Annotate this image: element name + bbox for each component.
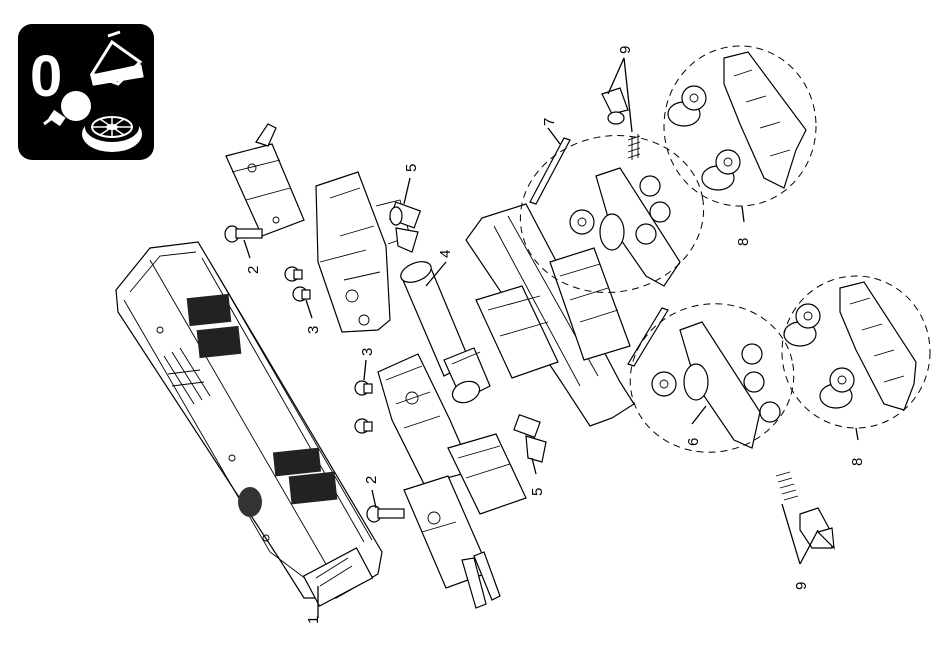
callout-5-coupler-lower: 5 xyxy=(529,488,546,496)
wheel-icon xyxy=(82,112,142,152)
callout-3-nuts-upper: 3 xyxy=(305,326,322,334)
callout-7-shaft-upper: 7 xyxy=(541,118,558,126)
callout-9-spring-upper: 9 xyxy=(617,46,634,54)
wheel-set-lower-a xyxy=(784,304,820,346)
wheel-set-upper-b xyxy=(702,150,740,190)
gear-assembly-lower xyxy=(652,322,780,448)
service-badge: 0 xyxy=(18,24,154,160)
callout-8-bogie-lower: 8 xyxy=(849,458,866,466)
drive-shaft-upper xyxy=(530,138,570,204)
callout-5-coupler-upper: 5 xyxy=(403,164,420,172)
nuts-lower xyxy=(355,381,372,433)
callout-4-motor: 4 xyxy=(437,250,454,258)
screw-upper xyxy=(225,226,262,242)
callout-2-screw-upper: 2 xyxy=(245,266,262,274)
callout-8-bogie-upper: 8 xyxy=(735,238,752,246)
callout-2-screw-lower: 2 xyxy=(363,476,380,484)
circuit-plate-upper xyxy=(226,124,304,236)
badge-number: 0 xyxy=(30,44,62,109)
callout-6-gear-lower: 6 xyxy=(685,438,702,446)
callout-3-nuts-lower: 3 xyxy=(359,348,376,356)
bogie-upper xyxy=(668,52,806,190)
coupler-lower xyxy=(514,415,546,462)
bogie-lower xyxy=(784,282,916,410)
nuts-upper xyxy=(285,267,310,301)
wheel-set-upper-a xyxy=(668,86,706,126)
callout-9-spring-lower: 9 xyxy=(793,582,810,590)
spring-coupler-lower xyxy=(776,472,834,548)
wheel-set-lower-b xyxy=(820,368,854,408)
coupler-upper xyxy=(390,202,421,252)
callout-1-body-shell: 1 xyxy=(305,616,322,624)
screw-lower xyxy=(367,506,404,522)
spring-coupler-upper xyxy=(602,88,640,160)
chassis-frame-upper xyxy=(316,172,410,332)
